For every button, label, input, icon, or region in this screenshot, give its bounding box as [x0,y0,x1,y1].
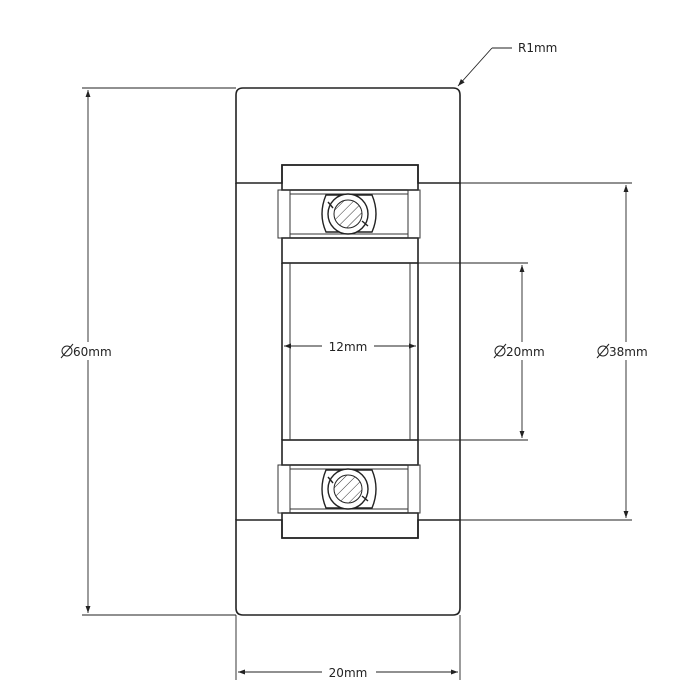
outer-ring-bottom [281,512,419,539]
bearing-inner-ring [281,237,419,466]
shield-bottom-left [277,464,291,514]
dimension-bore-outer-diameter: 38mm [460,182,658,521]
outer-tyre-bottom-section [235,519,461,616]
bearing-outer-ring [281,164,419,539]
bore [281,263,419,440]
bore-outer-diameter-label: 38mm [609,345,648,359]
outer-tyre [235,87,461,616]
inner-diameter-label: 20mm [506,345,545,359]
diameter-symbol-icon [596,343,610,359]
overall-width-label: 20mm [329,666,368,680]
dimension-outer-diameter: 60mm [56,87,236,616]
diameter-symbol-icon [60,343,74,359]
outer-tyre-top-section [235,87,461,184]
dimension-bore-width: 12mm [284,338,416,354]
corner-radius-callout: R1mm [457,41,557,87]
dimension-overall-width: 20mm [235,615,461,680]
inner-ring-bottom [281,439,419,466]
shield-top-right [407,189,421,239]
dimension-inner-diameter: 20mm [418,262,554,441]
diameter-symbol-icon [493,343,507,359]
ball-bottom [321,468,377,510]
bore-width-label: 12mm [329,340,368,354]
corner-radius-label: R1mm [518,41,557,55]
outer-ring-top [281,164,419,191]
inner-ring-top [281,237,419,264]
shield-top-left [277,189,291,239]
shield-bottom-right [407,464,421,514]
ball-top [321,193,377,235]
outer-diameter-label: 60mm [73,345,112,359]
